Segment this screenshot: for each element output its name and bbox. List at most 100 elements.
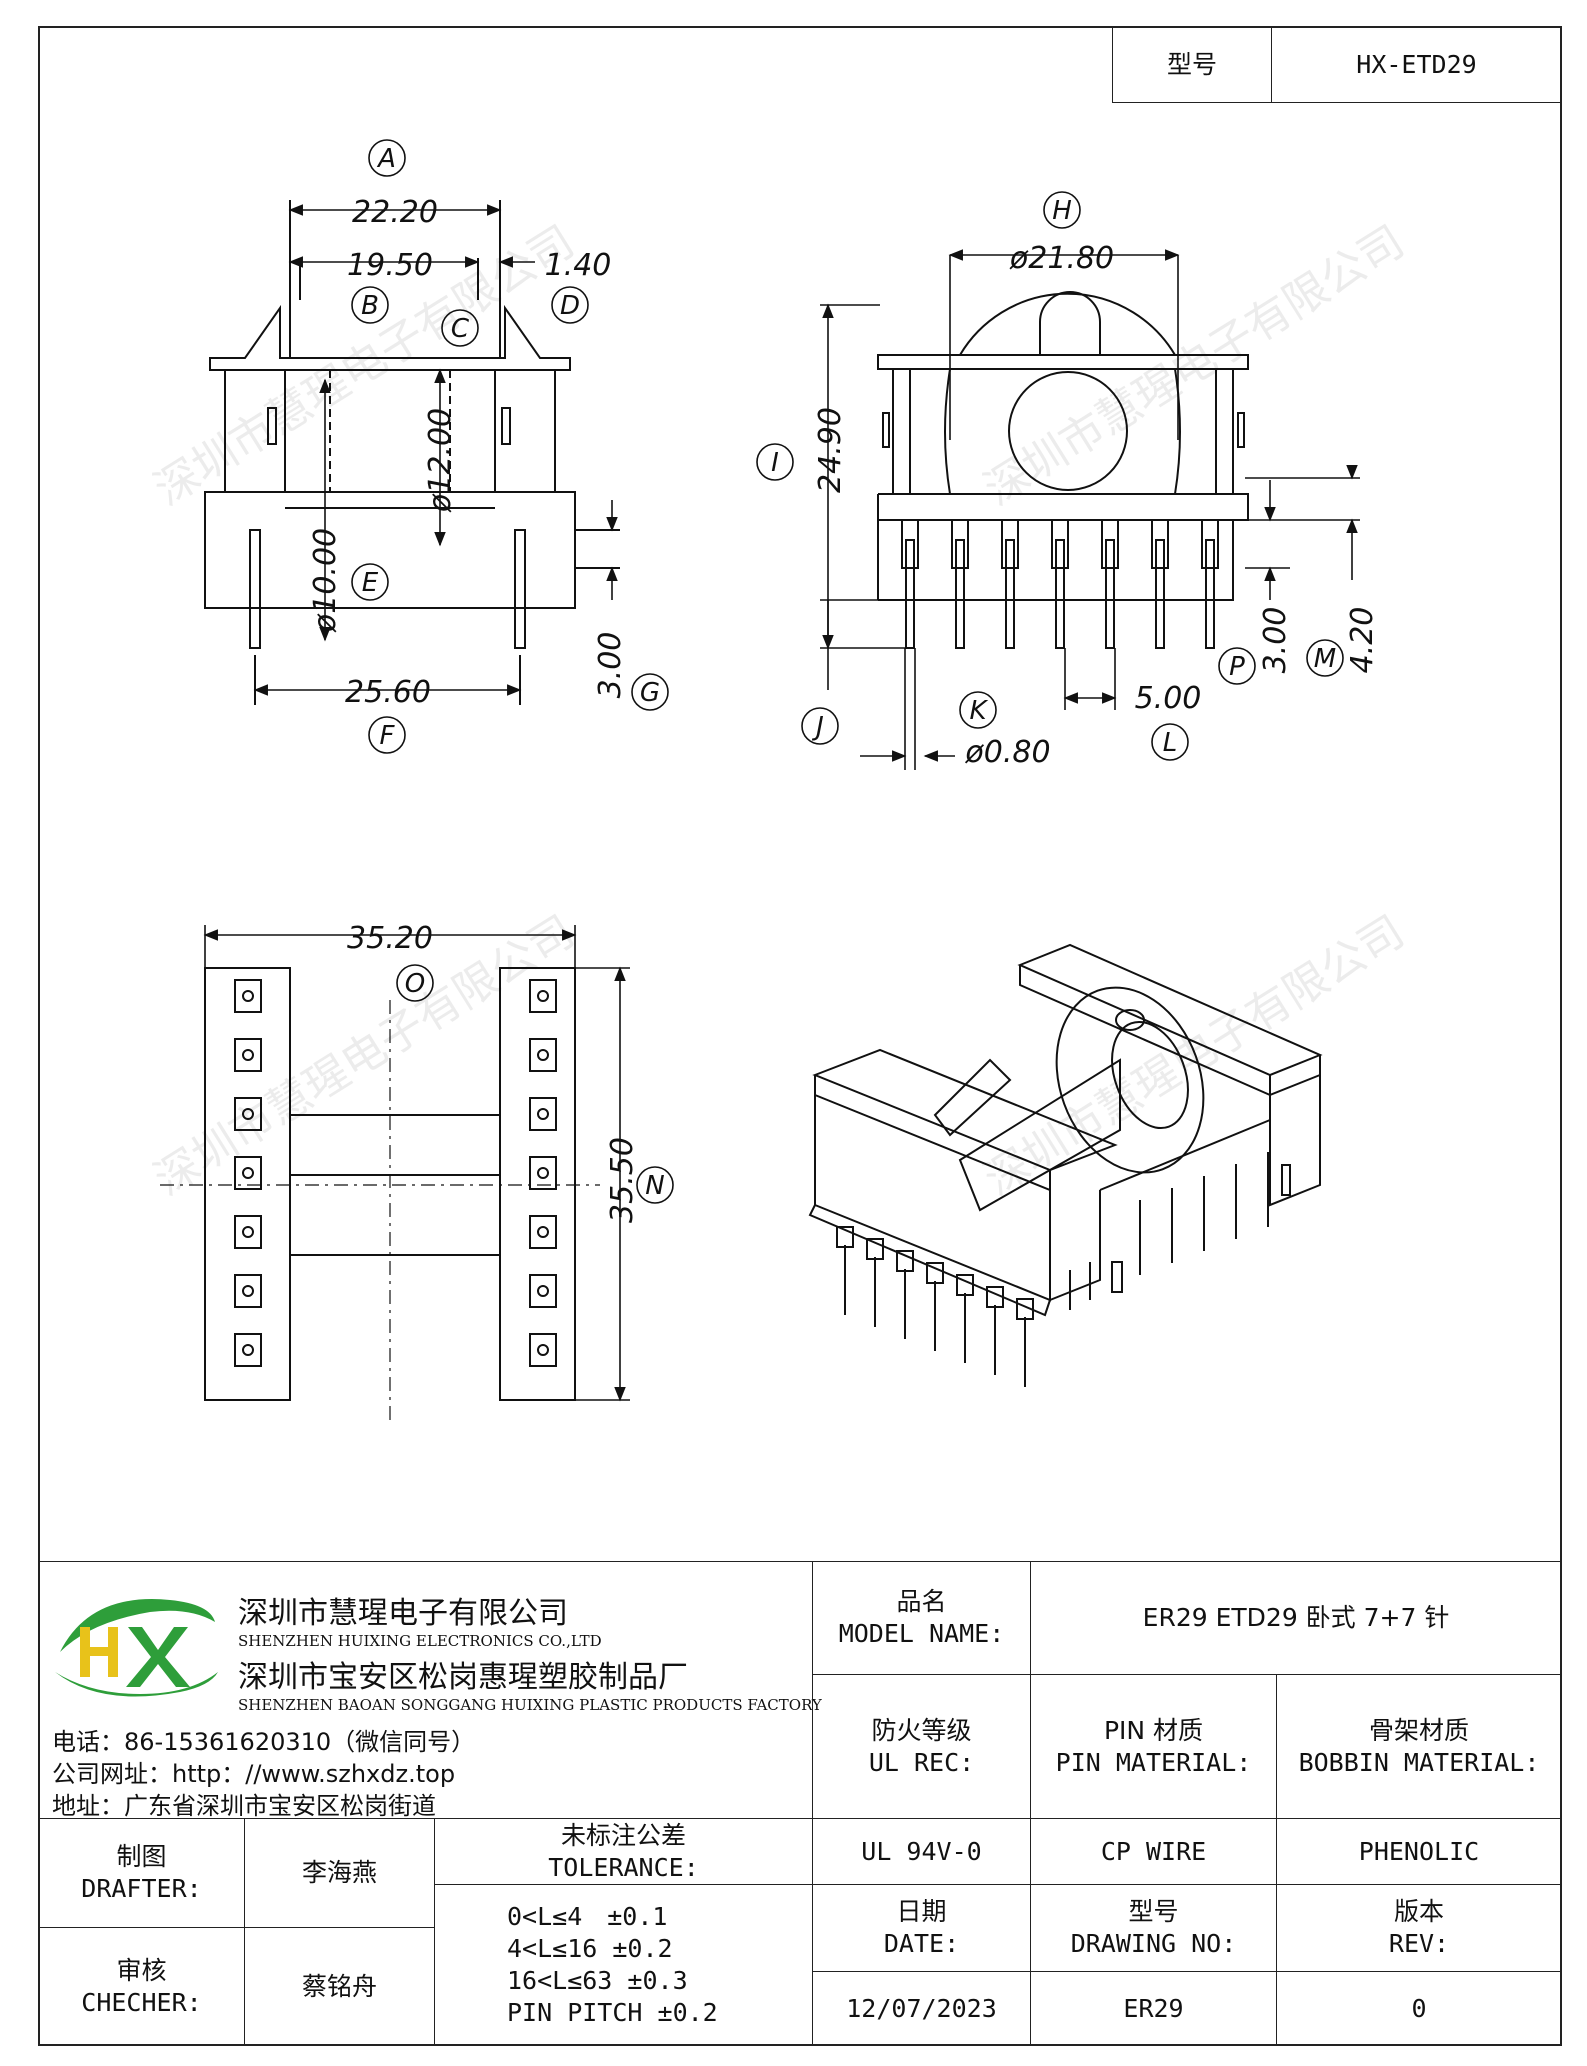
ref-F: F	[368, 716, 406, 754]
date-label-cell: 日期 DATE:	[812, 1884, 1031, 1972]
header-model-label-cell: 型号	[1112, 26, 1272, 103]
svg-text:E: E	[362, 568, 379, 598]
bottom-pin-pad	[529, 1097, 557, 1131]
tolerance-label-cell: 未标注公差 TOLERANCE:	[434, 1818, 813, 1885]
reference-letters: A B C D E F G H I J K L P M O N	[351, 139, 1344, 1204]
revision-label-cell: 版本 REV:	[1276, 1884, 1562, 1972]
bottom-pin-pad	[529, 1038, 557, 1072]
side-pin	[1205, 539, 1215, 649]
side-pin-socket	[1201, 519, 1219, 569]
drawing-no-en: DRAWING NO:	[1070, 1929, 1237, 1958]
ref-K: K	[959, 691, 997, 729]
svg-text:H: H	[1052, 196, 1072, 226]
bottom-pin-hole	[242, 990, 254, 1002]
product-name-cn: 品名	[896, 1587, 947, 1616]
bottom-pin-pad	[529, 1274, 557, 1308]
bottom-pin-pad	[529, 1333, 557, 1367]
revision-en: REV:	[1388, 1929, 1450, 1958]
bottom-view	[160, 967, 600, 1420]
tolerance-line-4: PIN PITCH ±0.2	[507, 1998, 718, 2027]
side-pin-socket	[1151, 519, 1169, 569]
bobbin-material-cn: 骨架材质	[1368, 1715, 1469, 1745]
drafter-value: 李海燕	[301, 1858, 377, 1887]
pin-material-label-cell: PIN 材质 PIN MATERIAL:	[1030, 1674, 1277, 1819]
product-name-value: ER29 ETD29 卧式 7+7 针	[1142, 1603, 1450, 1632]
drafter-value-cell: 李海燕	[244, 1818, 435, 1928]
checker-value: 蔡铭舟	[301, 1971, 377, 2001]
header-model-value: HX-ETD29	[1356, 49, 1477, 79]
ref-E: E	[351, 563, 389, 601]
bottom-pin-hole	[242, 1049, 254, 1061]
tolerance-cn: 未标注公差	[560, 1820, 686, 1850]
drafter-label-cell: 制图 DRAFTER:	[38, 1818, 245, 1928]
side-pin-socket	[901, 519, 919, 569]
fire-rating-value: UL 94V-0	[861, 1836, 982, 1866]
svg-text:O: O	[405, 969, 425, 999]
bobbin-material-value-cell: PHENOLIC	[1276, 1818, 1562, 1885]
pin-material-value-cell: CP WIRE	[1030, 1818, 1277, 1885]
bottom-pin-pad	[529, 1215, 557, 1249]
product-name-value-cell: ER29 ETD29 卧式 7+7 针	[1030, 1561, 1562, 1675]
side-pin	[1055, 539, 1065, 649]
svg-text:L: L	[1163, 728, 1178, 758]
drawing-no-label-cell: 型号 DRAWING NO:	[1030, 1884, 1277, 1972]
bottom-pin-hole	[242, 1226, 254, 1238]
ref-D: D	[551, 286, 589, 324]
dim-B-value: 19.50	[347, 248, 433, 283]
bobbin-material-en: BOBBIN MATERIAL:	[1298, 1747, 1540, 1777]
bottom-pin-pad	[234, 979, 262, 1013]
ref-O: O	[396, 964, 434, 1002]
bottom-pin-hole	[242, 1167, 254, 1179]
bottom-pin-pad	[234, 1215, 262, 1249]
ref-P: P	[1218, 647, 1256, 685]
bottom-pin-hole	[537, 990, 549, 1002]
side-view-pins	[901, 519, 1219, 649]
drawing-no-cn: 型号	[1128, 1897, 1179, 1926]
ref-G: G	[631, 673, 669, 711]
dim-A-value: 22.20	[352, 195, 438, 230]
isometric-view	[808, 943, 1323, 1317]
bottom-pin-hole	[242, 1108, 254, 1120]
company-name-en: SHENZHEN HUIXING ELECTRONICS CO.,LTD	[238, 1632, 602, 1650]
pin-material-cn: PIN 材质	[1103, 1715, 1204, 1745]
bottom-pin-column	[204, 967, 291, 1401]
dimension-labels: 22.20 19.50 1.40 ø12.00 ø10.00 25.60 3.0…	[308, 195, 1380, 1223]
bottom-pin-hole	[242, 1285, 254, 1297]
side-pin	[905, 539, 915, 649]
company-name-cn: 深圳市慧瑆电子有限公司	[238, 1596, 568, 1631]
dim-K-value: ø0.80	[964, 735, 1050, 770]
dim-I-value: 24.90	[813, 407, 848, 493]
ref-I: I	[756, 443, 794, 481]
svg-text:K: K	[969, 696, 988, 726]
iso-front-socket	[1016, 1298, 1034, 1320]
revision-value: 0	[1411, 1993, 1427, 2023]
checker-label-cell: 审核 CHECHER:	[38, 1927, 245, 2046]
dim-O-value: 35.20	[347, 921, 433, 956]
iso-front-socket	[836, 1226, 854, 1248]
side-pin-socket	[1051, 519, 1069, 569]
tolerance-line-2: 4<L≤16 ±0.2	[507, 1934, 673, 1963]
side-pin-socket	[951, 519, 969, 569]
bottom-pin-pad	[234, 1156, 262, 1190]
ref-B: B	[351, 286, 389, 324]
bottom-pin-pad	[234, 1097, 262, 1131]
ref-A: A	[368, 139, 406, 177]
pin-material-en: PIN MATERIAL:	[1055, 1747, 1252, 1777]
side-pin	[1105, 539, 1115, 649]
dim-M-value: 4.20	[1345, 607, 1380, 674]
svg-text:I: I	[771, 448, 779, 478]
svg-text:B: B	[361, 291, 379, 321]
company-address: 地址：广东省深圳市宝安区松岗街道	[52, 1792, 436, 1820]
tolerance-en: TOLERANCE:	[548, 1852, 699, 1882]
bottom-pin-hole	[537, 1049, 549, 1061]
iso-front-socket	[926, 1262, 944, 1284]
dim-N-value: 35.50	[605, 1137, 640, 1223]
side-pin-socket	[1101, 519, 1119, 569]
revision-cn: 版本	[1393, 1897, 1444, 1926]
checker-cn: 审核	[116, 1955, 167, 1985]
date-value-cell: 12/07/2023	[812, 1971, 1031, 2046]
bottom-pin-pad	[529, 1156, 557, 1190]
tolerance-line-1: 0<L≤4 ±0.1	[507, 1902, 668, 1931]
revision-value-cell: 0	[1276, 1971, 1562, 2046]
svg-text:P: P	[1229, 652, 1245, 682]
